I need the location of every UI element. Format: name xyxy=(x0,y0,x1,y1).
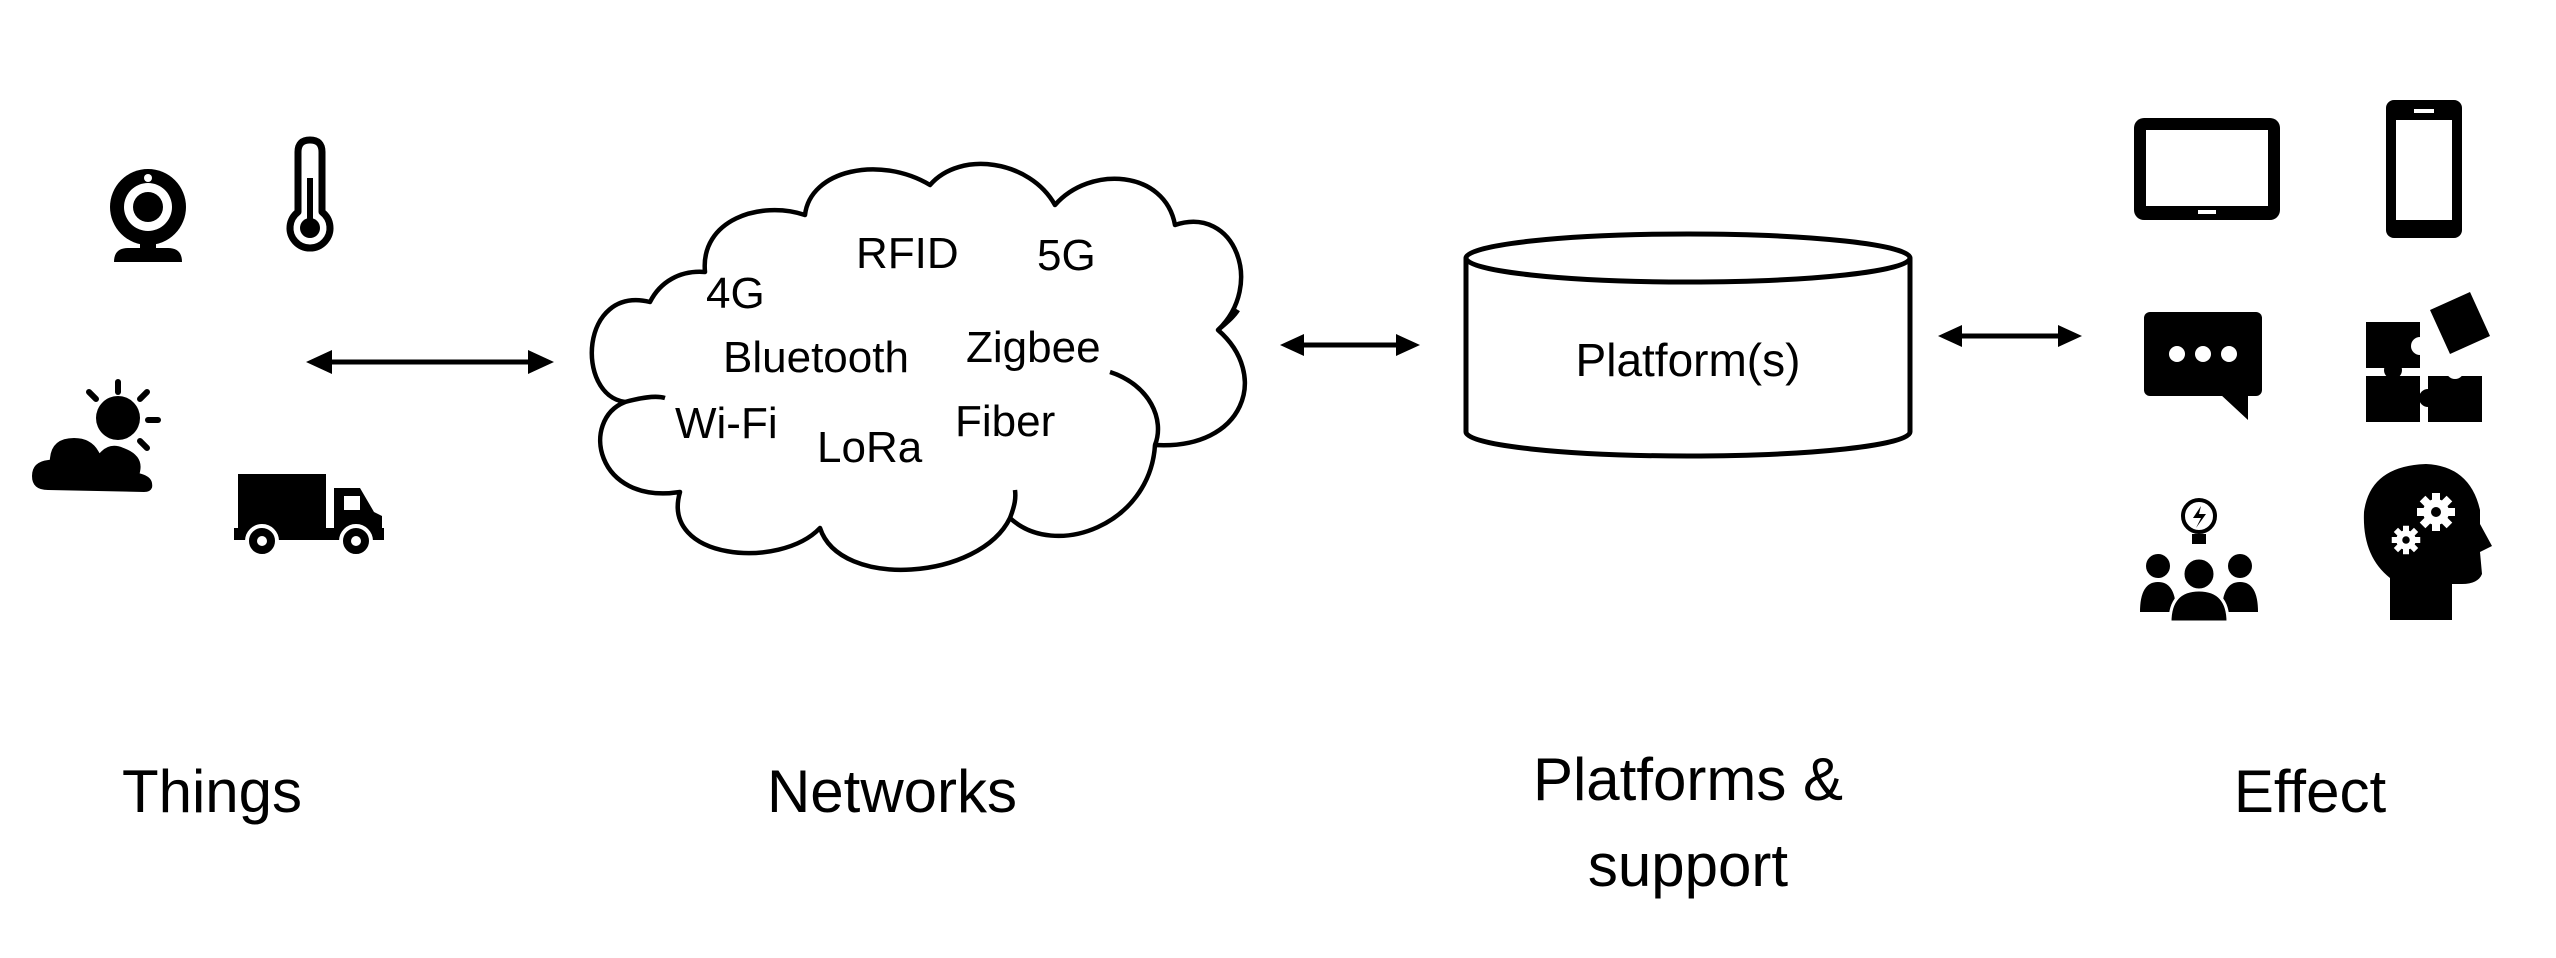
network-tech-wifi: Wi-Fi xyxy=(675,399,778,448)
network-tech-bluetooth: Bluetooth xyxy=(723,333,909,382)
webcam-icon xyxy=(110,169,186,262)
caption-things-text: Things xyxy=(121,758,303,825)
caption-platforms-line2: support xyxy=(1587,832,1789,899)
platform-cylinder: Platform(s) xyxy=(1463,231,1913,459)
arrow-platform-effect xyxy=(1938,325,2082,347)
team-idea-icon xyxy=(2140,498,2258,624)
tablet-icon xyxy=(2134,118,2280,220)
caption-effect: Effect xyxy=(2160,758,2460,826)
puzzle-icon xyxy=(2366,292,2490,422)
platform-label: Platform(s) xyxy=(1576,334,1801,386)
caption-effect-text: Effect xyxy=(2233,758,2387,825)
caption-networks: Networks xyxy=(722,758,1062,826)
caption-things: Things xyxy=(72,758,352,826)
network-cloud: RFID 5G 4G Bluetooth Zigbee Wi-Fi LoRa F… xyxy=(589,161,1247,573)
network-tech-rfid: RFID xyxy=(856,229,959,278)
caption-platforms-line1: Platforms & xyxy=(1532,746,1844,813)
network-tech-fiber: Fiber xyxy=(955,397,1055,446)
chat-bubble-icon xyxy=(2144,312,2262,420)
smartphone-icon xyxy=(2386,100,2462,238)
network-tech-4g: 4G xyxy=(706,269,765,318)
thermometer-icon xyxy=(286,136,334,252)
truck-icon xyxy=(234,474,384,558)
network-tech-lora: LoRa xyxy=(817,423,923,472)
arrow-things-networks xyxy=(306,350,554,374)
caption-networks-text: Networks xyxy=(766,758,1018,825)
network-tech-zigbee: Zigbee xyxy=(966,323,1101,372)
caption-platforms: Platforms & support xyxy=(1518,737,1858,909)
head-gears-icon xyxy=(2363,464,2492,620)
network-tech-5g: 5G xyxy=(1037,231,1096,280)
arrow-networks-platform xyxy=(1280,334,1420,356)
weather-icon xyxy=(27,379,161,497)
